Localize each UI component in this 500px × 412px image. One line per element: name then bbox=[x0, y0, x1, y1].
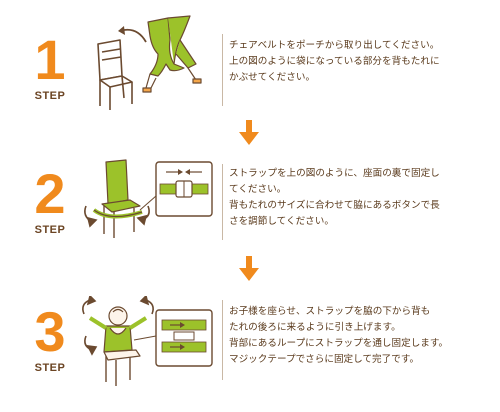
curved-arrow-icon bbox=[84, 205, 150, 228]
down-arrow-icon bbox=[239, 256, 259, 281]
chair-belt-icon bbox=[142, 15, 202, 93]
step-number: 2 bbox=[34, 162, 66, 225]
step-label: STEP bbox=[34, 90, 66, 102]
child-seated-icon bbox=[88, 306, 148, 361]
velcro-detail-icon bbox=[155, 309, 213, 367]
step-label: STEP bbox=[34, 224, 66, 236]
step-1-illustration bbox=[97, 15, 202, 110]
step-number: 1 bbox=[34, 28, 66, 91]
step-label: STEP bbox=[34, 362, 66, 374]
step-number: 3 bbox=[34, 300, 66, 363]
curved-arrow-icon bbox=[82, 296, 154, 356]
down-arrow-icon bbox=[239, 120, 259, 145]
step-description: ストラップを上の図のように、座面の裏で固定し てください。 背もたれのサイズに合… bbox=[229, 168, 440, 227]
divider bbox=[222, 164, 223, 240]
step-3-illustration bbox=[82, 296, 213, 386]
buckle-detail-icon bbox=[155, 161, 213, 217]
divider bbox=[222, 300, 223, 380]
step-description: チェアベルトをポーチから取り出してください。 上の図のように袋になっている部分を… bbox=[229, 40, 440, 83]
step-2-illustration bbox=[84, 159, 213, 238]
step-description: お子様を座らせ、ストラップを脇の下から背も たれの後ろに来るように引き上げます。… bbox=[229, 306, 449, 365]
curved-arrow-icon bbox=[118, 26, 147, 43]
chair-belt-icon bbox=[92, 159, 143, 219]
divider bbox=[222, 34, 223, 106]
chair-icon bbox=[97, 39, 133, 110]
